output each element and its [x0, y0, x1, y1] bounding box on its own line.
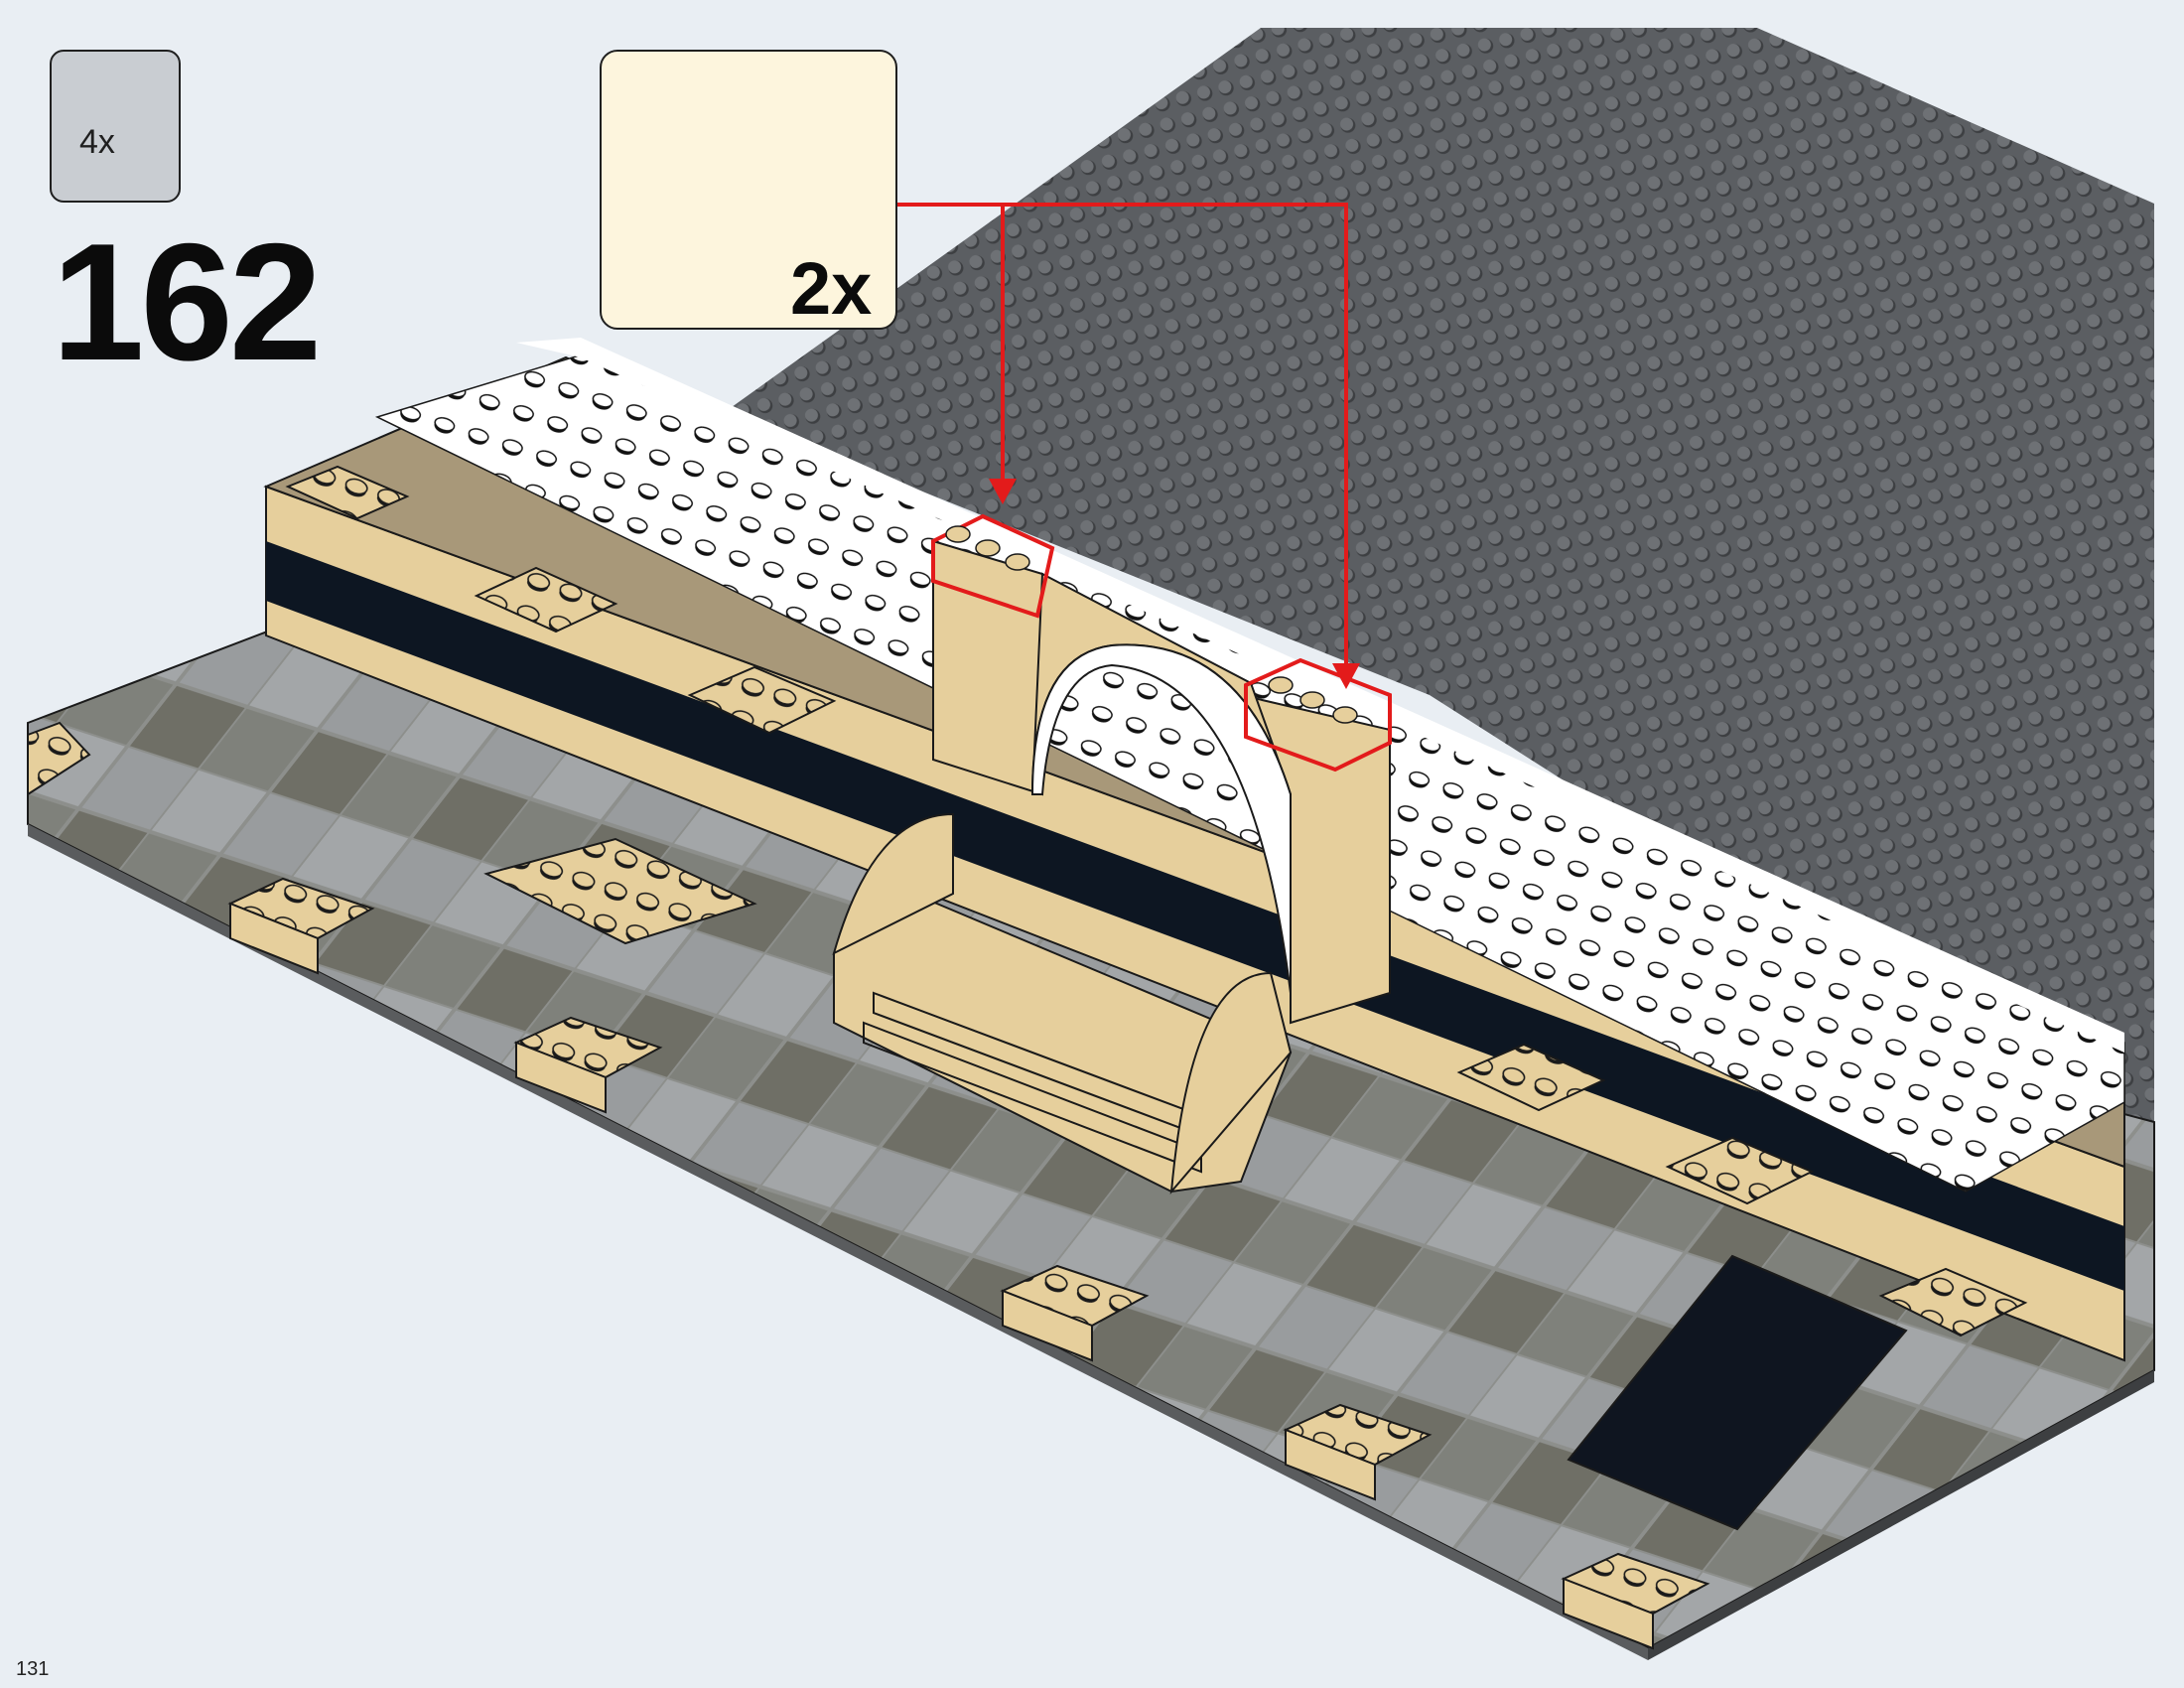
- page-number: 131: [16, 1658, 50, 1680]
- black-ramp: [1567, 1254, 1908, 1531]
- placement-arrows: [897, 203, 1348, 667]
- arrow-head-left: [989, 479, 1017, 504]
- gray-baseplate: [725, 28, 2154, 1157]
- step-number: 162: [52, 209, 322, 395]
- part-quantity: 4x: [79, 123, 115, 161]
- arrow-head-right: [1332, 663, 1360, 689]
- arch-steps: [832, 812, 1293, 1196]
- platform-tan-bricks: [285, 465, 2028, 1337]
- parts-list-callout: 4x: [50, 50, 181, 203]
- placed-plate-highlights: [931, 513, 1392, 773]
- ground-tan-bricks: [27, 721, 1710, 1650]
- subassembly-quantity: 2x: [790, 247, 873, 330]
- subassembly-callout: 2x: [600, 50, 897, 330]
